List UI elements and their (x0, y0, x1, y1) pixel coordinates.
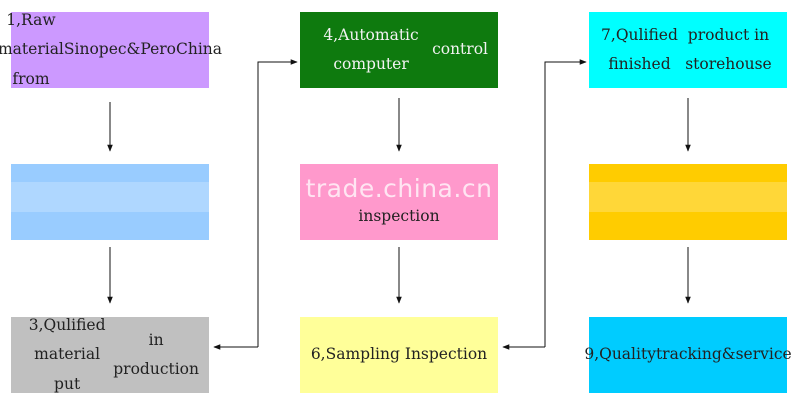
step-4-automatic-control: 4,Automatic computer control (300, 12, 498, 88)
step-8-highlight-band (589, 182, 787, 212)
step-2-highlight-band (11, 182, 209, 212)
step-3-line-2: in production (113, 330, 199, 378)
step-7-finished-product: 7,Qulified finished product in storehous… (589, 12, 787, 88)
arrow-3-to-4 (257, 59, 298, 347)
arrow-6-to-7 (544, 59, 587, 347)
step-9-line-1: 9,Quality (584, 345, 656, 364)
step-4-line-1: 4,Automatic computer (323, 25, 419, 73)
step-7-line-2: product in storehouse (685, 25, 772, 73)
step-8-box (589, 164, 787, 240)
step-1-line-2: Sinopec&PeroChina (63, 40, 223, 59)
step-2-box (11, 164, 209, 240)
step-6-line-1: 6,Sampling Inspection (310, 345, 488, 364)
step-7-line-1: 7,Qulified finished (601, 25, 678, 73)
step-5-inspection: inspection (300, 164, 498, 240)
step-1-raw-material: 1,Raw material from Sinopec&PeroChina (0, 11, 222, 88)
step-5-line-1: inspection (358, 207, 440, 226)
step-9-line-2: tracking&service (655, 345, 792, 364)
step-4-line-2: control (432, 40, 488, 59)
step-3-qualified-material: 3,Qulified material put in production (11, 316, 209, 393)
step-6-sampling-inspection: 6,Sampling Inspection (300, 317, 498, 393)
step-9-quality-tracking: 9,Quality tracking&service (584, 317, 792, 393)
step-3-line-1: 3,Qulified material put (28, 315, 106, 393)
step-1-line-1: 1,Raw material from (0, 10, 64, 88)
watermark-text: trade.china.cn (305, 174, 493, 203)
